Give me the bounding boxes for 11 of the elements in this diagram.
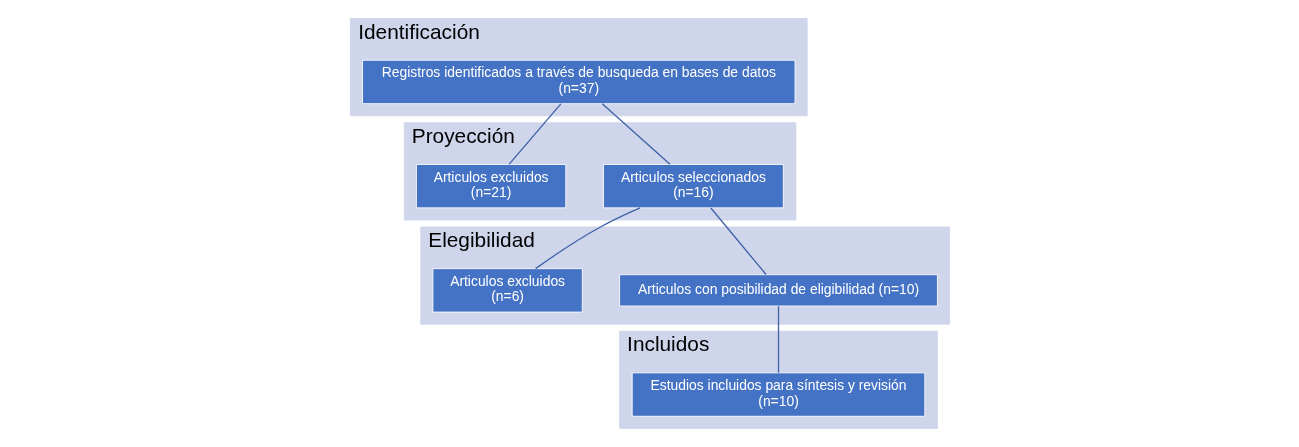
node-box: Registros identificados a través de busqueda en bases de datos (n=37) (361, 59, 795, 105)
node-box: Articulos con posibilidad de eligibilidad (n=10) (618, 274, 938, 307)
connector (709, 207, 767, 276)
node-box: Articulos seleccionados (n=16) (602, 164, 784, 209)
node-box: Articulos excluidos (n=6) (431, 268, 583, 313)
connector (777, 305, 779, 374)
node-box: Estudios incluidos para síntesis y revisión (n=10) (631, 372, 925, 417)
connector (601, 103, 671, 165)
connector (507, 103, 561, 165)
connector (534, 207, 641, 270)
node-box: Articulos excluidos (n=21) (415, 164, 566, 209)
